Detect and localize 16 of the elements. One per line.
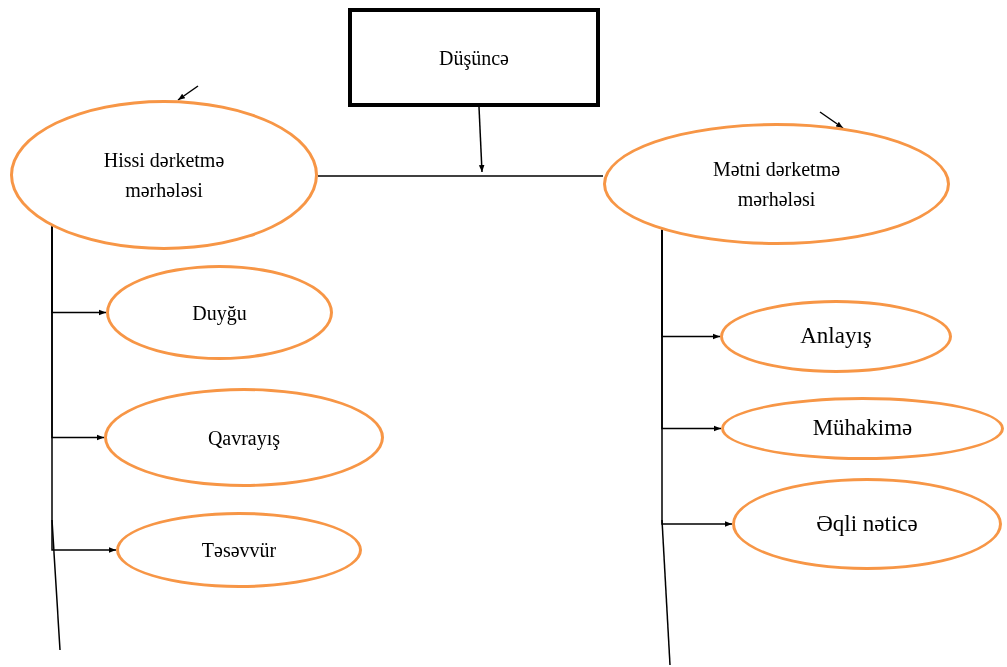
- arrow: [51, 225, 117, 553]
- arrow: [478, 106, 485, 173]
- connector-line: [317, 175, 604, 177]
- arrow: [819, 111, 844, 129]
- node-label: Hissi dərketmə mərhələsi: [102, 148, 226, 203]
- arrow: [177, 85, 199, 101]
- node-label: Düşüncə: [438, 45, 510, 72]
- node-label: Anlayış: [799, 322, 873, 351]
- arrow: [661, 229, 733, 527]
- node-label: Duyğu: [191, 300, 248, 327]
- process-box: [348, 8, 600, 107]
- node-label: Mühakimə: [811, 414, 914, 443]
- node-label: Mətni dərketmə mərhələsi: [711, 157, 842, 212]
- node-label: Əqli nəticə: [815, 509, 919, 538]
- node-label: Qavrayış: [206, 425, 282, 452]
- node-label: Təsəvvür: [200, 538, 278, 563]
